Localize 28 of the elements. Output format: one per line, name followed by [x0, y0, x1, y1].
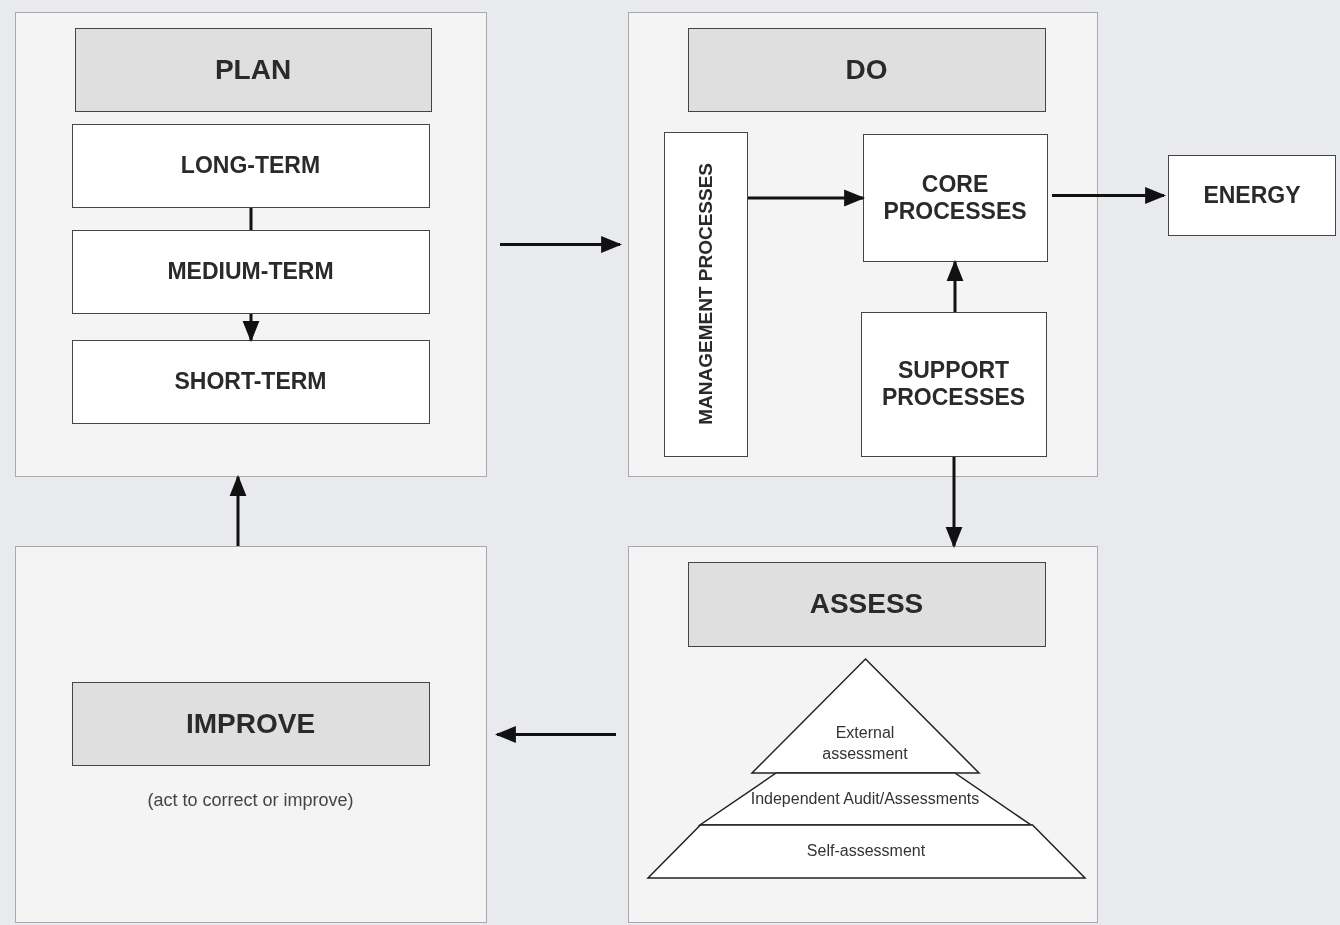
arrow	[945, 457, 963, 549]
term-box: MEDIUM-TERM	[71, 229, 430, 314]
term-box: SHORT-TERM	[71, 339, 430, 424]
assess-panel	[628, 546, 1098, 923]
term-box: LONG-TERM	[71, 123, 430, 208]
improve-panel	[15, 546, 487, 923]
connector-line	[249, 208, 253, 230]
process-box: MANAGEMENT PROCESSES	[663, 131, 748, 457]
arrow	[748, 189, 866, 207]
arrow	[946, 259, 964, 312]
arrow	[494, 726, 616, 743]
do-panel	[628, 12, 1098, 477]
section-header: ASSESS	[687, 561, 1046, 647]
arrow	[229, 474, 247, 546]
pyramid-layer: Independent Audit/Assessments	[699, 772, 1031, 825]
section-header: IMPROVE	[71, 681, 430, 766]
pyramid-layer: Self-assessment	[647, 824, 1085, 878]
output-box: ENERGY	[1168, 155, 1336, 236]
section-header: DO	[687, 27, 1046, 112]
note-text: (act to correct or improve)	[146, 789, 355, 811]
arrow	[1052, 187, 1167, 204]
pyramid-layer: External assessment	[751, 658, 979, 773]
arrow	[242, 314, 260, 343]
section-header: PLAN	[74, 27, 432, 112]
process-box: SUPPORT PROCESSES	[860, 311, 1047, 457]
process-box: CORE PROCESSES	[862, 133, 1048, 262]
arrow	[500, 236, 623, 253]
plan-panel	[15, 12, 487, 477]
